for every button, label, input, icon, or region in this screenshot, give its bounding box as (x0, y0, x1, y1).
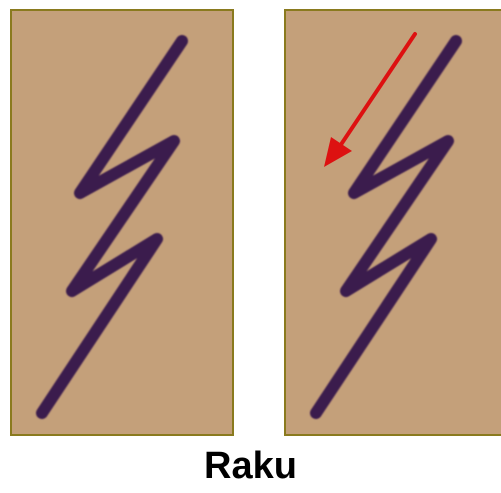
glyph-panel-plain (10, 9, 234, 436)
zigzag-stroke-glyph (12, 11, 232, 434)
glyph-panel-with-arrow (284, 9, 501, 436)
caption-title: Raku (0, 444, 501, 488)
zigzag-stroke-glyph-annotated (286, 11, 501, 434)
